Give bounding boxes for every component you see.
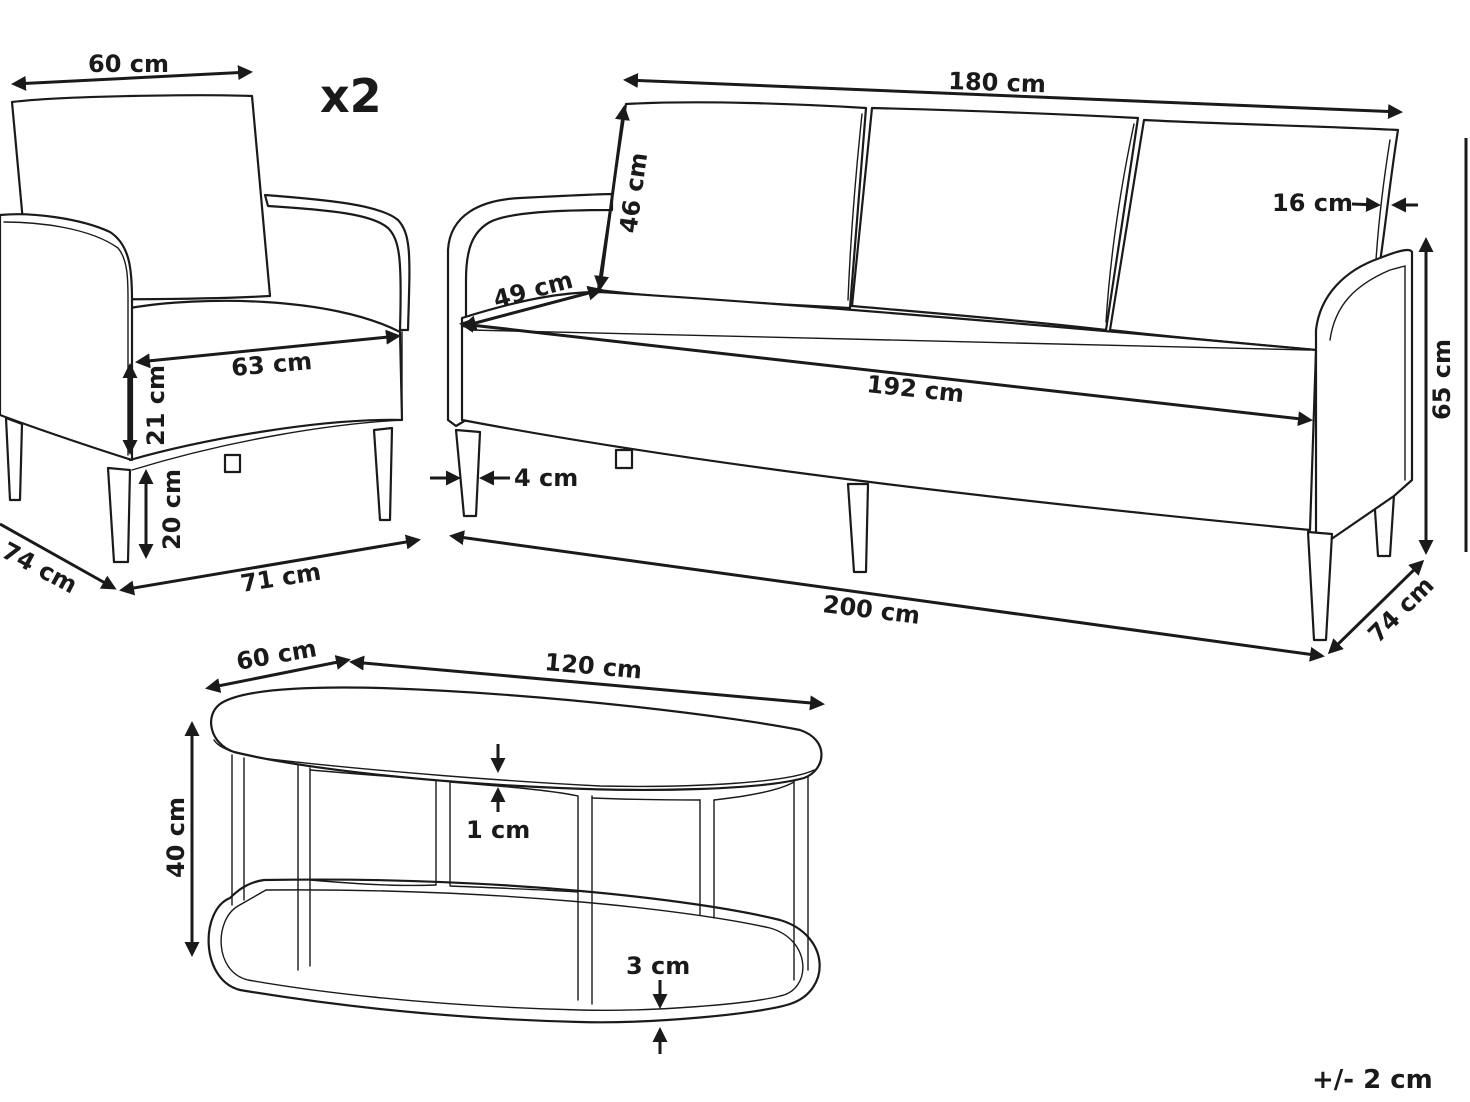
chair-width-label: 71 cm [239,558,323,598]
sofa-leg-label: 4 cm [514,464,578,492]
coffee-table-dimensions: 60 cm 120 cm 40 cm 1 cm 3 cm [162,634,825,1054]
table-height-label: 40 cm [162,797,190,878]
chair-back-width-label: 60 cm [88,50,169,78]
chair-leg-height-label: 20 cm [158,469,186,550]
chair-quantity-label: x2 [320,69,382,123]
sofa-drawing [446,101,1414,642]
tolerance-note: +/- 2 cm [1312,1065,1433,1095]
coffee-table-drawing [207,686,823,1024]
table-base-thickness-label: 3 cm [626,952,690,980]
table-top-thickness-label: 1 cm [466,816,530,844]
sofa-cushion-depth-label: 16 cm [1272,189,1353,217]
sofa-back-width-label: 180 cm [948,67,1047,98]
armchair-drawing [0,94,411,564]
chair-seat-height-label: 21 cm [142,365,170,446]
sofa-width-label: 200 cm [821,590,921,630]
sofa-height-label: 65 cm [1428,339,1456,420]
